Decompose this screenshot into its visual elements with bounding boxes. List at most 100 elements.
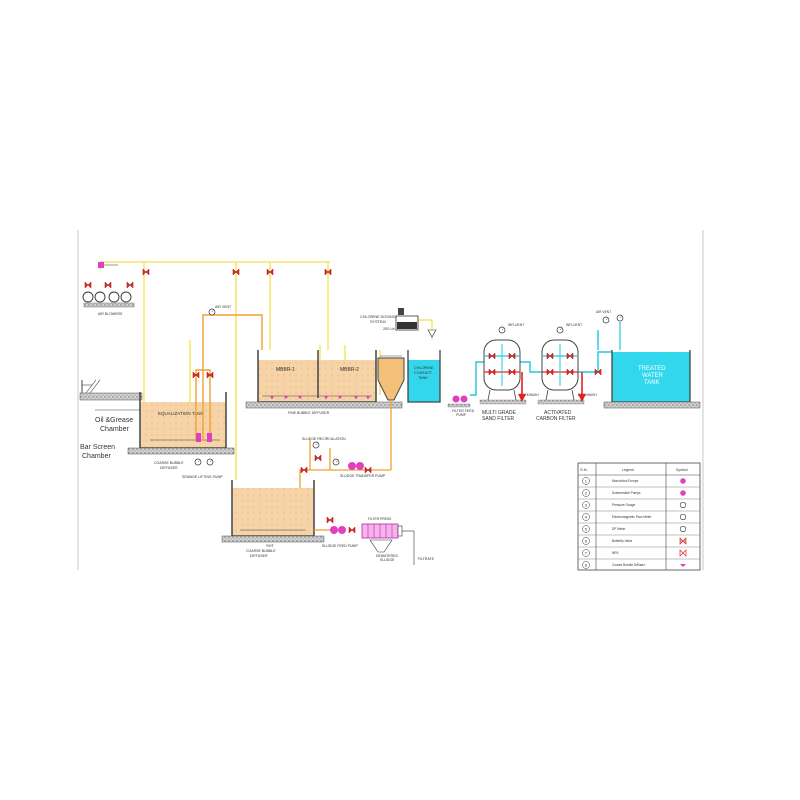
mbbr-diffusers [270,395,370,399]
clean-water-lines [470,330,612,396]
sludge-recirc-gauge [312,441,320,449]
butterfly-valve-icon [679,537,687,545]
dp-meter-icon [679,525,687,533]
chlorine-contact-tank[interactable] [407,350,441,403]
mgf-backwash-arrow [518,394,526,402]
eq-diffuser-label-2: DIFFUSER [160,466,178,470]
treated-tank-label-3: TANK [644,380,660,386]
sht-diffuser-label-1: COARSE BUBBLE [246,549,276,553]
chlorine-dosing-tank[interactable] [395,308,437,338]
treated-water-tank[interactable] [603,350,701,409]
multi-grade-sand-filter[interactable] [479,326,527,405]
legend-sn: 8 [585,563,588,568]
cct-label-2: CONTACT [414,371,433,375]
legend-sn: 7 [585,551,588,556]
legend-sn: 2 [585,491,588,496]
diffuser-icon [680,564,686,567]
chlorine-size-label: 200 Ltr [383,327,396,331]
legend-sn-circle [582,561,590,569]
air-vent-gauge [208,308,216,316]
air-blowers-label: AIR BLOWERS [98,312,123,316]
legend-sn-circle [582,501,590,509]
bar-screen-label-1: Bar Screen [80,444,115,451]
activated-carbon-filter[interactable] [537,326,585,405]
legend-sn-circle [582,537,590,545]
legend-header-legend: Legend [622,468,634,472]
legend-sn: 1 [585,479,588,484]
air-valve-1[interactable] [142,268,150,276]
legend-label: Butterfly Valve [612,539,633,543]
sludge-holding-tank[interactable] [221,480,325,543]
legend-sn: 4 [585,515,588,520]
sludge-feed-label: SLUDGE FEED PUMP [322,544,358,548]
mbbr1-label: MBBR-1 [276,367,295,373]
monoblock-pump-icon [680,478,686,484]
fine-diffuser-label: FINE BUBBLE DIFFUSER [288,411,330,415]
legend-sn: 5 [585,527,588,532]
oil-grease-label-1: Oil &Grease [95,417,133,424]
treated-tank-label-2: WATER [642,373,664,379]
cct-label-1: CHLORINE [414,366,434,370]
filter-press-label: FILTER PRESS [368,517,392,521]
acf-backwash-label: BACKWASH [578,393,597,397]
dewatered-label-2: SLUDGE [380,558,395,562]
legend-sn: 3 [585,503,588,508]
legend-label: Monoblock Pumps [612,479,639,483]
acf-backwash-arrow [578,394,586,402]
sht-diffuser-label-2: DIFFUSER [250,554,268,558]
acf-inlet-label: INFLUENT [566,323,582,327]
acf-label-1: ACTIVATED [544,410,572,416]
tube-settler[interactable] [377,355,405,470]
chlorine-dosing-label-2: SYSTEM [370,320,386,324]
air-vent-right-label: AIR VENT [596,310,611,314]
filtrate-label: FILTRATE [418,557,435,561]
legend-label: Electromagnetic Flow Meter [612,515,652,519]
sludge-recirc-valve[interactable] [314,454,322,462]
air-vent-label: AIR VENT [215,305,232,309]
cct-label-3: TANK [418,376,428,380]
legend-sn-circle [582,549,590,557]
filter-feed-label-1: FILTER FEED [452,409,475,413]
legend-label: DP Meter [612,527,626,531]
mbbr2-label: MBBR-2 [340,367,359,373]
flow-meter-icon [679,513,687,521]
mgf-backwash-label: BACKWASH [520,393,539,397]
sludge-transfer-label: SLUDGE TRANSFER PUMP [340,474,386,478]
dewatered-label-1: DEWATERED [376,554,398,558]
outlet-gauge-2 [616,314,624,322]
air-blowers[interactable] [82,262,135,308]
mgf-label-2: SAND FILTER [482,416,515,422]
legend-header-symbol: Symbol [676,468,688,472]
legend-label: Pressure Gauge [612,503,635,507]
bar-screen-label-2: Chamber [82,453,111,460]
chlorine-dosing-label-1: CHLORINE DOSING [360,315,396,319]
acf-label-2: CARBON FILTER [536,416,576,422]
legend-label: Submersible Pumps [612,491,641,495]
outlet-gauge [602,316,610,324]
filter-feed-label-2: PUMP [456,413,467,417]
legend-sn-circle [582,477,590,485]
sludge-recirc-label: SLUDGE RECIRCULATION [302,437,346,441]
legend-sn-circle [582,489,590,497]
eq-diffuser-label-1: COARSE BUBBLE [154,461,184,465]
sewage-lifting-pumps[interactable] [192,314,263,466]
legend-sn-circle [582,513,590,521]
sludge-feed-pump[interactable] [314,516,356,534]
mbbr-tanks[interactable] [245,350,403,409]
sht-label: SHT [266,543,275,548]
legend-sn: 6 [585,539,588,544]
nrv-icon [679,549,687,557]
filter-press[interactable] [361,523,415,565]
mgf-inlet-label: INFLUENT [508,323,524,327]
pressure-gauge-icon [679,501,687,509]
treated-tank-label-1: TREATED [638,366,666,372]
sludge-transfer-pump[interactable] [300,458,372,474]
mgf-label-1: MULTI GRADE [482,410,516,416]
legend-rows: 1 Monoblock Pumps 2 Submersible Pumps 3 Press… [578,477,700,569]
legend-label: NRV [612,551,620,555]
bar-screen-chamber [79,379,143,411]
equalization-tank-label: EQUALIZATION TANK [158,411,204,416]
filter-feed-pump[interactable] [447,395,471,408]
oil-grease-label-2: Chamber [100,426,129,433]
